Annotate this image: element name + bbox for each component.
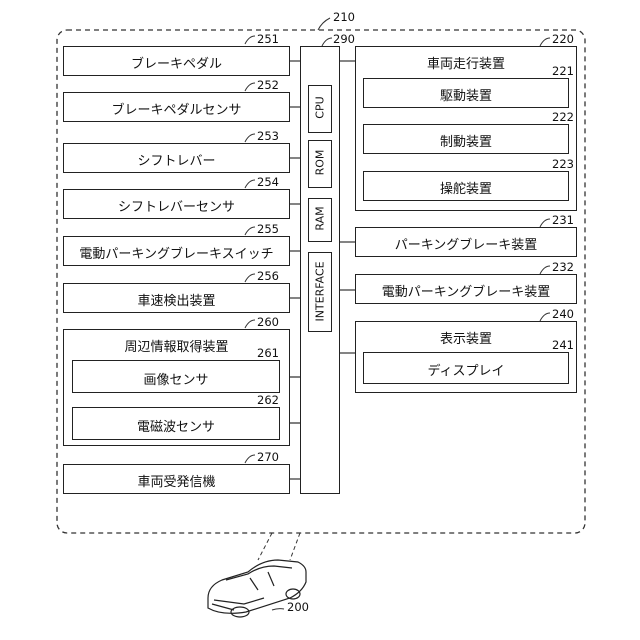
- rom-label: ROM: [314, 139, 327, 187]
- block-label: 制動装置: [364, 131, 568, 150]
- interface-label: INTERFACE: [314, 252, 327, 332]
- block-label: シフトレバーセンサ: [64, 196, 289, 215]
- block-parking-brake: パーキングブレーキ装置: [355, 227, 577, 257]
- block-steering-unit: 操舵装置: [363, 171, 569, 201]
- ref-241: 241: [552, 338, 574, 352]
- ref-232: 232: [552, 260, 574, 274]
- ref-240: 240: [552, 307, 574, 321]
- block-label: 画像センサ: [73, 369, 279, 388]
- block-label: 車両走行装置: [356, 53, 576, 72]
- cpu-label: CPU: [314, 84, 327, 132]
- block-label: シフトレバー: [64, 150, 289, 169]
- ref-254: 254: [257, 175, 279, 189]
- block-label: 車速検出装置: [64, 290, 289, 309]
- block-label: 駆動装置: [364, 85, 568, 104]
- ref-253: 253: [257, 129, 279, 143]
- block-label: ブレーキペダル: [64, 53, 289, 72]
- block-label: 電磁波センサ: [73, 416, 279, 435]
- ref-260: 260: [257, 315, 279, 329]
- block-label: ディスプレイ: [364, 360, 568, 379]
- block-drive-unit: 駆動装置: [363, 78, 569, 108]
- controller-ref: 290: [333, 32, 355, 46]
- block-vehicle-transceiver: 車両受発信機: [63, 464, 290, 494]
- ref-251: 251: [257, 32, 279, 46]
- block-brake-pedal: ブレーキペダル: [63, 46, 290, 76]
- ref-231: 231: [552, 213, 574, 227]
- block-display: ディスプレイ: [363, 352, 569, 384]
- ref-223: 223: [552, 157, 574, 171]
- block-label: 車両受発信機: [64, 471, 289, 490]
- block-image-sensor: 画像センサ: [72, 360, 280, 393]
- ref-262: 262: [257, 393, 279, 407]
- ram-label: RAM: [314, 197, 327, 241]
- block-label: パーキングブレーキ装置: [356, 234, 576, 253]
- block-em-wave-sensor: 電磁波センサ: [72, 407, 280, 440]
- ref-256: 256: [257, 269, 279, 283]
- block-brake-pedal-sensor: ブレーキペダルセンサ: [63, 92, 290, 122]
- block-electric-parking-brake: 電動パーキングブレーキ装置: [355, 274, 577, 304]
- block-shift-lever: シフトレバー: [63, 143, 290, 173]
- vehicle-ref: 200: [287, 600, 309, 614]
- block-label: 電動パーキングブレーキスイッチ: [64, 243, 289, 262]
- block-label: 周辺情報取得装置: [64, 336, 289, 355]
- block-braking-unit: 制動装置: [363, 124, 569, 154]
- block-label: 表示装置: [356, 328, 576, 347]
- ref-220: 220: [552, 32, 574, 46]
- ref-270: 270: [257, 450, 279, 464]
- ref-255: 255: [257, 222, 279, 236]
- ref-221: 221: [552, 64, 574, 78]
- ref-222: 222: [552, 110, 574, 124]
- block-label: ブレーキペダルセンサ: [64, 99, 289, 118]
- block-label: 電動パーキングブレーキ装置: [356, 281, 576, 300]
- block-epb-switch: 電動パーキングブレーキスイッチ: [63, 236, 290, 266]
- ref-261: 261: [257, 346, 279, 360]
- block-shift-lever-sensor: シフトレバーセンサ: [63, 189, 290, 219]
- ref-252: 252: [257, 78, 279, 92]
- system-ref: 210: [333, 10, 355, 24]
- block-label: 操舵装置: [364, 178, 568, 197]
- block-vehicle-speed-detector: 車速検出装置: [63, 283, 290, 313]
